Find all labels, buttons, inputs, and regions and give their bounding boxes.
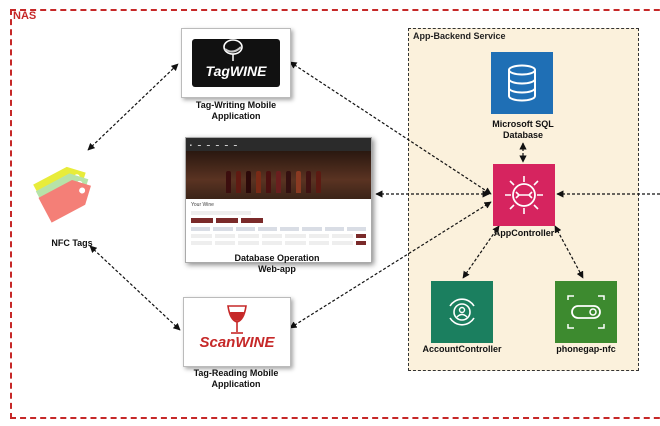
link-appcontroller-account [462,225,500,279]
api-gateway-icon [505,176,543,214]
tag-writing-label: Tag-Writing Mobile Application [195,100,277,121]
web-buttons [186,217,371,224]
web-nav-bar: ■▬▬▬▬▬ [186,138,371,151]
link-tagreading-appcontroller [289,201,492,329]
account-controller-label: AccountController [422,344,502,354]
sql-database-icon [491,52,553,114]
tagwine-card: TagWINE [181,28,291,98]
web-page-title: Your Wine [191,202,214,208]
link-tags-tagreading [89,245,181,331]
sql-label: Microsoft SQL Database [492,119,554,140]
web-app-label: Database Operation Web-app [234,253,320,274]
tagwine-glass-icon [223,39,243,61]
account-user-icon [449,298,475,326]
backend-label: App-Backend Service [413,31,506,41]
app-controller-label: AppController [493,228,555,238]
nfc-tags-icon [33,166,91,223]
tag-reading-label: Tag-Reading Mobile Application [193,368,279,389]
nas-label: NAS [13,10,37,22]
web-hero-image [186,151,371,199]
database-icon [508,64,536,102]
scanwine-logo-text: ScanWINE [199,334,275,351]
scanwine-glass-icon [227,305,247,334]
web-search-row [191,211,251,215]
web-app-screenshot: ■▬▬▬▬▬ Your Wine [185,137,372,263]
web-table [191,227,366,245]
account-controller-icon [431,281,493,343]
app-controller-icon [493,164,555,226]
tagwine-logo-text: TagWINE [205,63,267,79]
link-tags-tagwriting [87,63,179,151]
phonegap-nfc-label: phonegap-nfc [556,344,616,354]
nfc-device-icon [567,295,605,329]
link-tagwriting-appcontroller [289,61,492,195]
nas-boundary [10,9,660,419]
scanwine-card: ScanWINE [183,297,291,367]
nfc-tags-label: NFC Tags [51,238,93,248]
phonegap-nfc-icon [555,281,617,343]
